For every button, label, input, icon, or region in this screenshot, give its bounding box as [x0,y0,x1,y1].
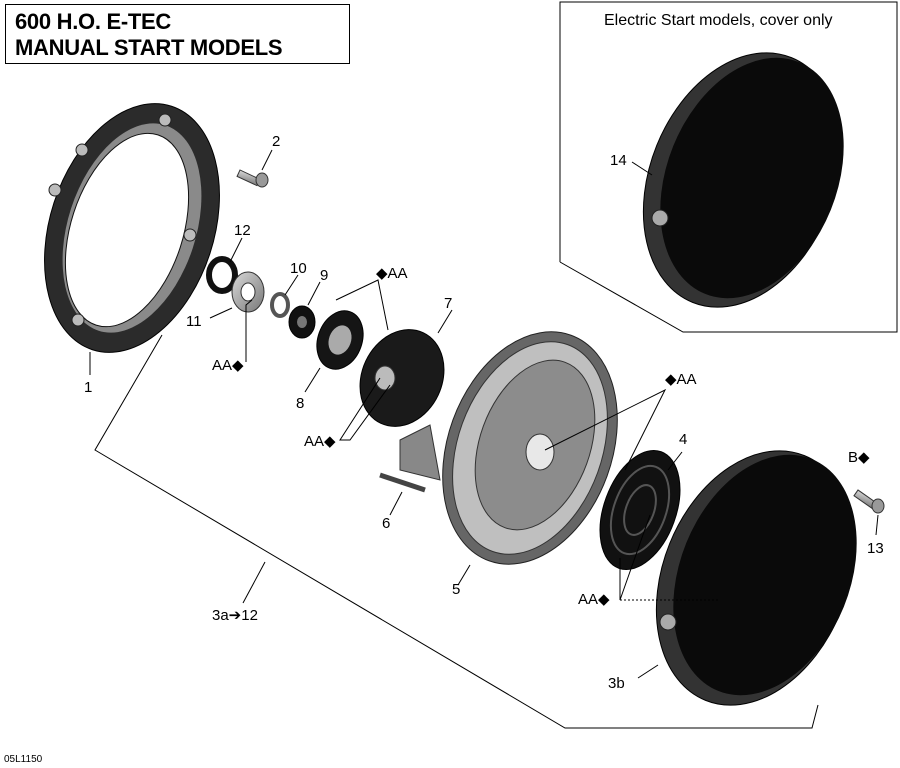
callout-5: 5 [452,581,460,598]
callout-10: 10 [290,260,307,277]
part-7-cover-plate [359,329,445,427]
leader-4 [667,451,683,471]
lube-aa-5: ◆AA [665,371,697,388]
leader-3a [242,561,266,604]
part-4-recoil-spring [599,449,681,571]
part-14-electric-start-cover [642,52,844,308]
callout-13: 13 [867,540,884,557]
leader-aa-5 [544,388,667,471]
leader-aa-top [335,279,389,331]
part-1-mounting-ring [44,103,220,353]
lube-aa-4: AA◆ [578,591,610,608]
callout-6: 6 [382,515,390,532]
leader-14 [631,161,653,176]
part-9-spacer [288,305,316,339]
assembly-bracket-line [94,334,819,729]
lube-b-13: B◆ [848,449,870,466]
leader-aa-7 [339,377,391,441]
callout-2: 2 [272,133,280,150]
leader-11 [209,307,233,319]
leader-3b [637,664,659,679]
part-10-washer [270,292,290,318]
part-8-ratchet [316,310,364,370]
title-line-2: MANUAL START MODELS [15,35,283,60]
part-13-bolt [853,489,885,514]
leader-12 [229,237,243,263]
callout-4: 4 [679,431,687,448]
leader-7 [437,309,453,334]
leader-9 [307,281,321,306]
lube-aa-7: AA◆ [304,433,336,450]
callout-12: 12 [234,222,251,239]
lube-aa-top: ◆AA [376,265,408,282]
leader-aa-11 [245,299,253,362]
diagram-code: 05L1150 [4,754,43,765]
leader-2 [261,149,273,171]
callout-9: 9 [320,267,328,284]
leader-5 [457,564,471,586]
part-6-rope-handle [379,424,441,493]
lube-aa-11: AA◆ [212,357,244,374]
callout-7: 7 [444,295,452,312]
inset-frame [559,1,898,333]
leader-10 [284,274,299,296]
part-2-bolt [236,169,269,188]
part-3b-starter-housing [655,450,857,706]
callout-3a: 3a➔12 [212,607,258,624]
leader-13 [875,514,879,536]
title-line-1: 600 H.O. E-TEC [15,9,171,34]
leader-8 [304,367,321,393]
leader-6 [389,491,403,516]
inset-caption: Electric Start models, cover only [604,12,833,29]
callout-8: 8 [296,395,304,412]
part-5-rewind-pulley [442,331,618,565]
callout-14: 14 [610,152,627,169]
callout-3b: 3b [608,675,625,692]
part-11-bearing [231,271,265,313]
title-box: 600 H.O. E-TEC MANUAL START MODELS [5,4,350,64]
part-12-snap-ring [206,256,238,294]
callout-1: 1 [84,379,92,396]
callout-11: 11 [186,313,202,330]
